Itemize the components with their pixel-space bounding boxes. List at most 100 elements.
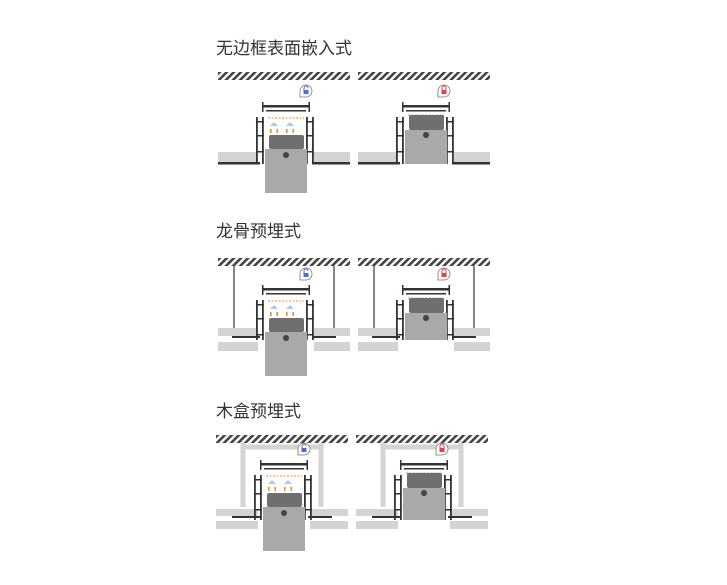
- track-wall: [402, 300, 404, 340]
- track-wall: [310, 475, 312, 520]
- track-wall: [262, 117, 264, 164]
- track-top-bar: [406, 293, 446, 295]
- panel-surface-locked: [358, 72, 490, 165]
- ceiling-hatch: [218, 258, 350, 266]
- ceiling-hatch: [358, 258, 490, 266]
- lock-icon: [437, 267, 451, 281]
- light-screw: [423, 132, 429, 138]
- track-wall: [260, 475, 262, 520]
- ceiling-board: [310, 521, 348, 529]
- keel-board: [314, 328, 350, 336]
- ceiling-board: [314, 152, 350, 162]
- ceiling-hatch: [216, 435, 348, 443]
- track-wall: [306, 300, 308, 340]
- track-rib: [444, 509, 452, 511]
- mount-flange: [218, 162, 260, 165]
- arrow-up-icon: [286, 305, 294, 309]
- track-rib: [304, 479, 312, 481]
- track-wall: [394, 475, 396, 520]
- ceiling-board: [218, 152, 258, 162]
- track-top-bar: [402, 105, 450, 108]
- track-lip: [308, 102, 310, 112]
- lock-shackle: [439, 443, 445, 448]
- arrow-up-icon: [268, 480, 276, 484]
- track-lip: [260, 460, 262, 470]
- track-rib: [446, 334, 454, 336]
- track-rib: [396, 121, 404, 123]
- track-wall: [262, 300, 264, 340]
- ceiling-board: [454, 342, 490, 351]
- mount-flange: [308, 516, 332, 518]
- light-head: [269, 318, 304, 332]
- keel-board: [454, 328, 490, 336]
- spring-icon: [286, 129, 288, 133]
- section-title-woodbox: 木盒预埋式: [216, 402, 301, 422]
- track-top-bar: [404, 468, 444, 470]
- lock-shackle: [303, 85, 309, 90]
- mount-flange: [232, 336, 260, 338]
- track-lip: [306, 460, 308, 470]
- track-wall: [396, 117, 398, 164]
- spring-icon: [286, 312, 288, 316]
- track-top-bar: [266, 293, 306, 295]
- track-top-bar: [260, 463, 308, 466]
- spring-icon: [274, 487, 276, 491]
- ceiling-hatch: [356, 435, 488, 443]
- light-screw: [421, 490, 427, 496]
- ceiling-hatch: [218, 72, 350, 80]
- ceiling-board: [216, 521, 258, 529]
- track-rib: [256, 151, 264, 153]
- board: [450, 509, 488, 516]
- lock-body: [303, 90, 309, 94]
- track-wall: [312, 117, 314, 164]
- track-rib: [394, 479, 402, 481]
- section-title-keel: 龙骨预埋式: [216, 222, 301, 242]
- unlock-icon: [299, 267, 313, 281]
- ceiling-board: [358, 152, 398, 162]
- track-wall: [452, 117, 454, 164]
- mount-flange: [372, 336, 400, 338]
- light-screw: [283, 335, 289, 341]
- track-wall: [450, 475, 452, 520]
- mount-flange: [312, 336, 336, 338]
- track-rib: [396, 135, 404, 137]
- track-top-bar: [262, 288, 310, 291]
- mount-flange: [372, 516, 400, 518]
- track-rib: [306, 121, 314, 123]
- lock-shackle: [303, 268, 309, 273]
- track-lip: [262, 102, 264, 112]
- track-lip: [400, 460, 402, 470]
- track-rib: [306, 334, 314, 336]
- lock-body: [441, 90, 447, 94]
- track-rib: [396, 334, 404, 336]
- mount-flange: [358, 162, 400, 165]
- track-top-bar: [406, 110, 446, 112]
- unlock-icon: [297, 442, 311, 456]
- spring-icon: [276, 312, 278, 316]
- spring-icon: [268, 487, 270, 491]
- track-rib: [254, 479, 262, 481]
- spring-icon: [292, 129, 294, 133]
- spring-icon: [270, 312, 272, 316]
- track-wall: [256, 117, 258, 164]
- arrow-up-icon: [270, 305, 278, 309]
- lock-body: [303, 273, 309, 277]
- panel-keel-locked: [358, 258, 490, 351]
- light-screw: [423, 315, 429, 321]
- panel-woodbox-unlocked: [216, 435, 348, 551]
- track-wall: [304, 475, 306, 520]
- track-top-bar: [402, 288, 450, 291]
- ceiling-board: [314, 342, 350, 351]
- track-rib: [256, 318, 264, 320]
- mount-flange: [448, 516, 472, 518]
- track-wall: [306, 117, 308, 164]
- lock-icon: [435, 442, 449, 456]
- track-top-bar: [264, 468, 304, 470]
- track-wall: [400, 475, 402, 520]
- ceiling-board: [356, 521, 398, 529]
- track-rib: [446, 318, 454, 320]
- arrow-up-icon: [284, 480, 292, 484]
- track-top-bar: [262, 105, 310, 108]
- spring-icon: [270, 129, 272, 133]
- track-rib: [306, 318, 314, 320]
